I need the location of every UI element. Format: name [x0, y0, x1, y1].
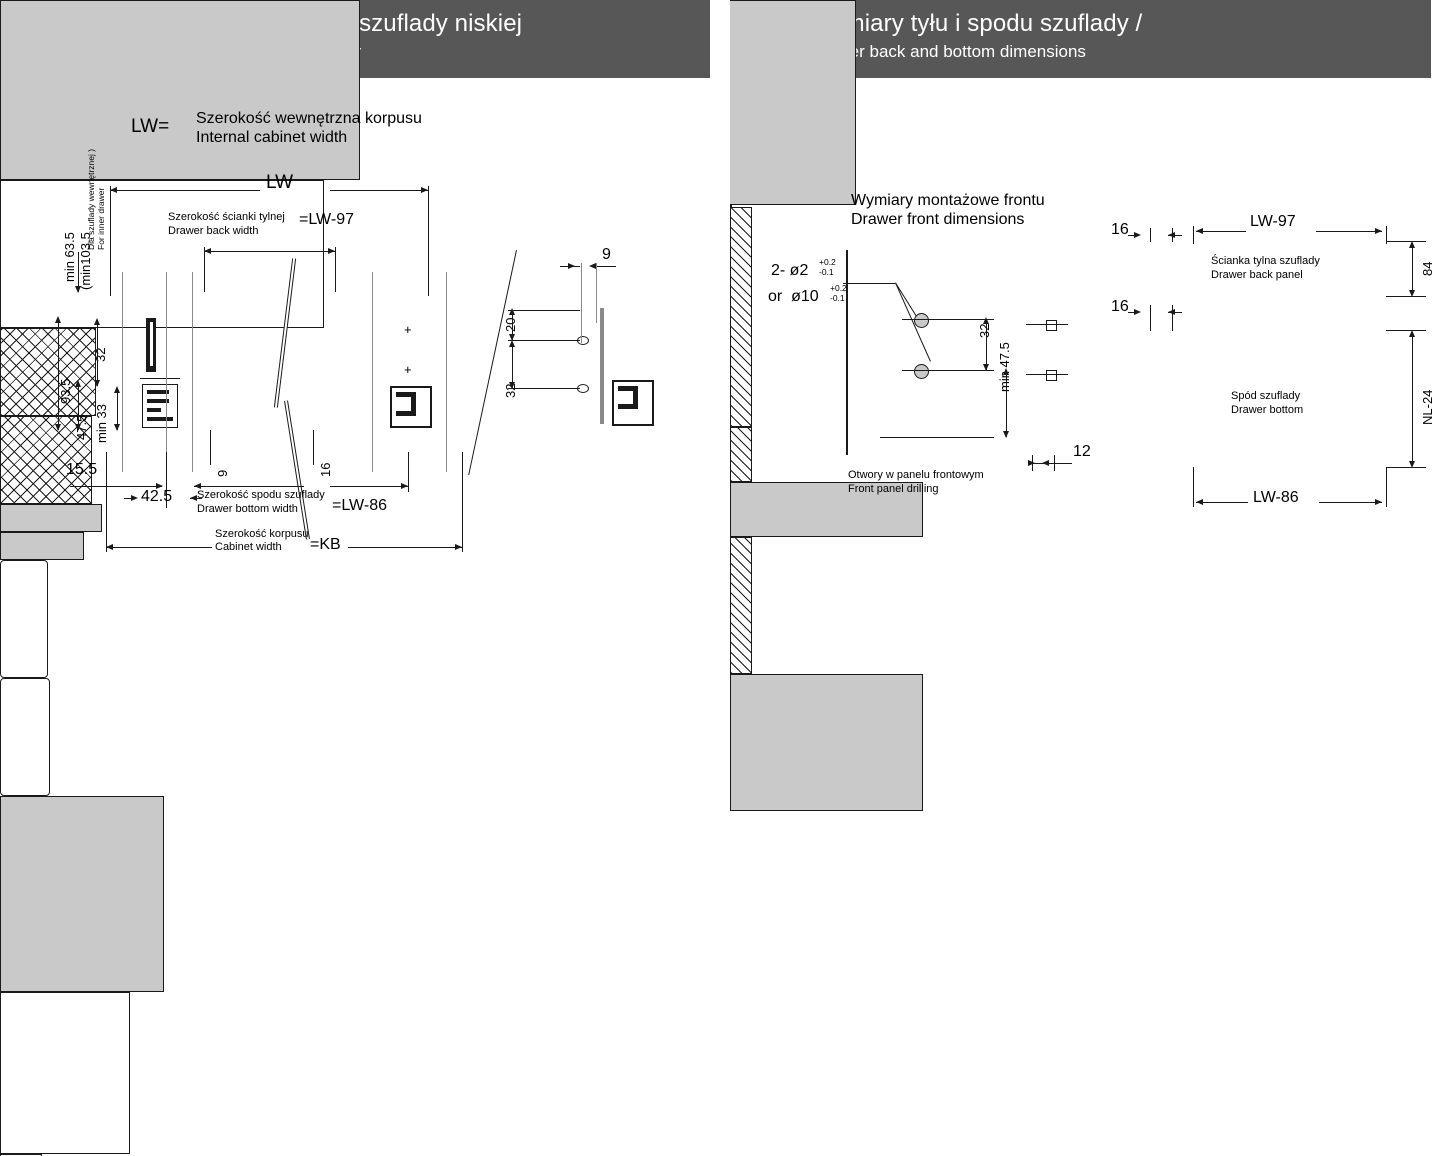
drawer-mesh-right	[0, 416, 92, 504]
front-caption-en: Front panel drilling	[848, 483, 939, 495]
detail-dim-20: 20	[503, 317, 518, 332]
bottom-panel-face	[730, 674, 923, 811]
bottom-panel-thickness	[730, 537, 752, 674]
left-drawing: LW= Szerokość wewnętrzna korpusu Interna…	[0, 0, 730, 1156]
runner-right	[0, 678, 50, 796]
dim-32-left: 32	[93, 347, 108, 362]
legend-pl: Szerokość wewnętrzna korpusu	[196, 110, 422, 127]
dim-min-33: min 33	[94, 403, 109, 443]
cabinet-interior	[0, 180, 324, 328]
bottom-dim-16: 16	[1111, 298, 1129, 315]
dim-93-5: 93.5	[58, 378, 73, 404]
front-hole-bottom	[914, 364, 929, 379]
dim-42-5: 42.5	[141, 488, 173, 505]
hole-callout-a-tol-dn: -0.1	[819, 267, 834, 277]
detail-dim-9: 9	[602, 246, 611, 263]
profile-hole-top	[1046, 320, 1057, 331]
drawer-mesh-left	[0, 328, 96, 416]
plus-mark-bottom: +	[404, 362, 412, 377]
right-drawing: Wymiary montażowe frontu Drawer front di…	[730, 0, 1442, 811]
hole-callout-a: 2- ø2	[771, 262, 809, 279]
dim-min-103-5: (min103.5	[78, 232, 93, 290]
detail-cabinet-inner	[0, 992, 130, 1154]
back-dim-84: 84	[1420, 261, 1435, 276]
bottom-panel-label-en: Drawer bottom	[1231, 404, 1304, 416]
front-hole-top	[914, 313, 929, 328]
banner-right-subtitle: Drawer back and bottom dimensions	[810, 42, 1086, 62]
hole-callout-b: or ø10	[768, 288, 819, 305]
hole-callout-b-tol-dn: -0.1	[830, 293, 845, 303]
back-dim-16: 16	[1111, 221, 1129, 238]
plus-mark-top: +	[404, 322, 412, 337]
front-side-profile	[730, 205, 732, 207]
front-title-en: Drawer front dimensions	[851, 211, 1025, 228]
front-caption-pl: Otwory w panelu frontowym	[848, 469, 984, 481]
front-profile-section	[730, 207, 752, 427]
detail-cabinet-frame	[0, 796, 164, 992]
profile-hole-bottom	[1046, 370, 1057, 381]
break-line-2	[285, 400, 309, 540]
bottom-dim-nl24: NL-24	[1420, 389, 1435, 425]
dim-bottom-width-en: Drawer bottom width	[197, 503, 298, 515]
dim-lw: LW	[266, 172, 294, 193]
detail-front-panel	[0, 1154, 42, 1156]
dim-min-63-5: min 63.5	[62, 232, 77, 282]
dim-9-bottom: 9	[215, 469, 230, 477]
dim-back-width-pl: Szerokość ścianki tylnej	[168, 211, 285, 223]
back-panel-thickness	[730, 427, 752, 482]
banner-right-shape	[776, 0, 1431, 78]
dim-bottom-width-eq: =LW-86	[332, 497, 387, 514]
dim-back-width-eq: =LW-97	[299, 211, 354, 228]
banner-right: Wymiary tyłu i spodu szuflady / Drawer b…	[776, 0, 1431, 78]
back-panel-face	[730, 482, 923, 537]
front-dim-12: 12	[1073, 443, 1091, 460]
bottom-dim-lw86: LW-86	[1253, 489, 1299, 506]
dim-inner-drawer-en: For inner drawer	[96, 187, 106, 250]
hole-callout-b-tol-up: +0.2	[830, 283, 847, 293]
front-title-pl: Wymiary montażowe frontu	[851, 192, 1045, 209]
bottom-panel-label-pl: Spód szuflady	[1231, 390, 1301, 402]
back-dim-lw97: LW-97	[1250, 213, 1296, 230]
hole-callout-a-tol-up: +0.2	[819, 257, 836, 267]
front-dim-32: 32	[977, 323, 992, 338]
back-panel-label-pl: Ścianka tylna szuflady	[1211, 255, 1320, 267]
legend-en: Internal cabinet width	[196, 129, 348, 146]
front-panel	[730, 0, 856, 205]
front-panel-break-edge	[846, 250, 848, 455]
dim-back-width-en: Drawer back width	[168, 225, 259, 237]
cabinet-body	[0, 0, 360, 180]
back-panel-label-en: Drawer back panel	[1211, 269, 1303, 281]
dim-15-5: 15.5	[66, 461, 98, 478]
dim-cab-width-pl: Szerokość korpusu	[215, 528, 309, 540]
drawer-bottom-band-right	[0, 532, 84, 560]
dim-cab-width-en: Cabinet width	[215, 541, 282, 553]
dim-bottom-width-pl: Szerokość spodu szuflady	[197, 489, 325, 501]
legend-key: LW=	[131, 116, 170, 137]
dim-16-bottom: 16	[318, 462, 333, 477]
drawer-bottom-band-left	[0, 504, 102, 532]
dim-cab-width-eq: =KB	[310, 536, 341, 553]
banner-right-title: Wymiary tyłu i spodu szuflady /	[810, 10, 1143, 37]
